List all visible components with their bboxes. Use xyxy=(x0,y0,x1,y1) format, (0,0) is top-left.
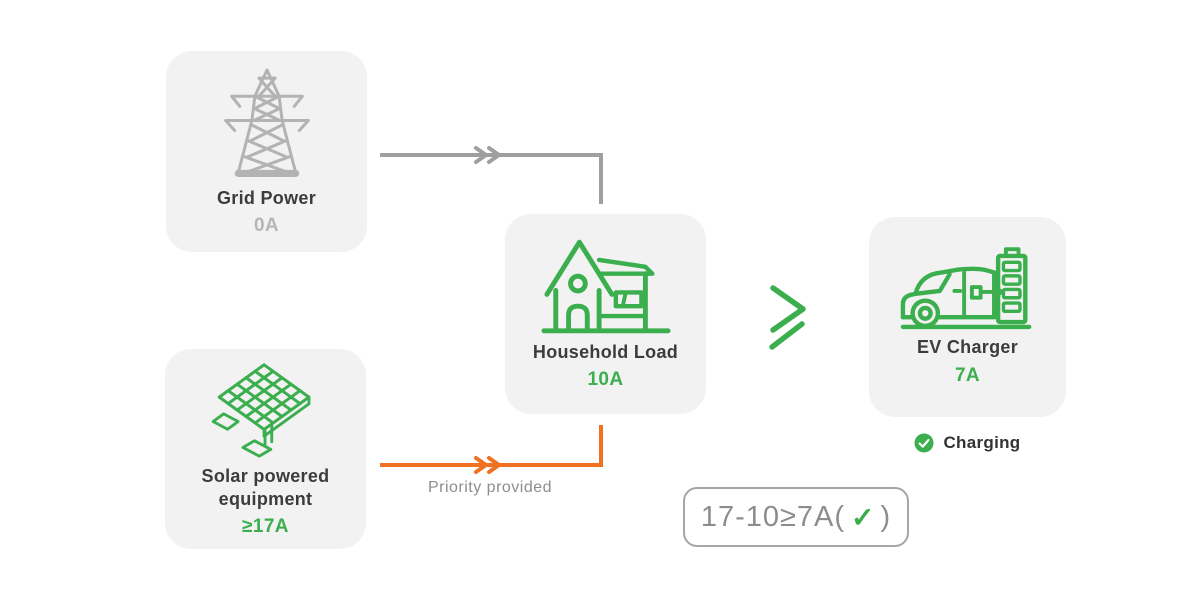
solar-value: ≥17A xyxy=(242,516,289,538)
grid-to-household-connector xyxy=(380,146,603,204)
ev-car-charging-icon xyxy=(900,247,1031,330)
check-circle-icon xyxy=(914,433,934,453)
card-ev-charger: EV Charger 7A xyxy=(869,217,1066,417)
greater-equal-icon xyxy=(769,285,806,350)
transmission-tower-icon xyxy=(223,68,310,177)
formula-box: 17-10≥7A( ✓ ) xyxy=(683,487,909,547)
formula-prefix: 17-10≥7A( xyxy=(700,500,846,533)
formula-check-icon: ✓ xyxy=(851,501,875,533)
household-value: 10A xyxy=(587,369,624,391)
household-label: Household Load xyxy=(532,341,679,362)
charging-status: Charging xyxy=(869,433,1066,453)
ev-charger-label: EV Charger xyxy=(916,337,1019,358)
ev-charger-value: 7A xyxy=(954,364,981,386)
double-chevron-right-icon xyxy=(474,146,501,164)
card-solar-powered-equipment: Solar powered equipment ≥17A xyxy=(165,349,366,549)
solar-label: Solar powered equipment xyxy=(201,465,330,509)
formula-suffix: ) xyxy=(880,500,892,533)
house-icon xyxy=(540,239,671,334)
solar-to-household-connector xyxy=(380,425,603,474)
charging-status-label: Charging xyxy=(943,433,1021,452)
grid-power-label: Grid Power xyxy=(216,187,317,208)
card-household-load: Household Load 10A xyxy=(505,214,706,414)
priority-provided-label: Priority provided xyxy=(427,479,553,496)
solar-panel-icon xyxy=(211,360,310,458)
double-chevron-right-icon xyxy=(474,456,501,474)
grid-power-value: 0A xyxy=(253,215,280,237)
card-grid-power: Grid Power 0A xyxy=(166,51,367,252)
